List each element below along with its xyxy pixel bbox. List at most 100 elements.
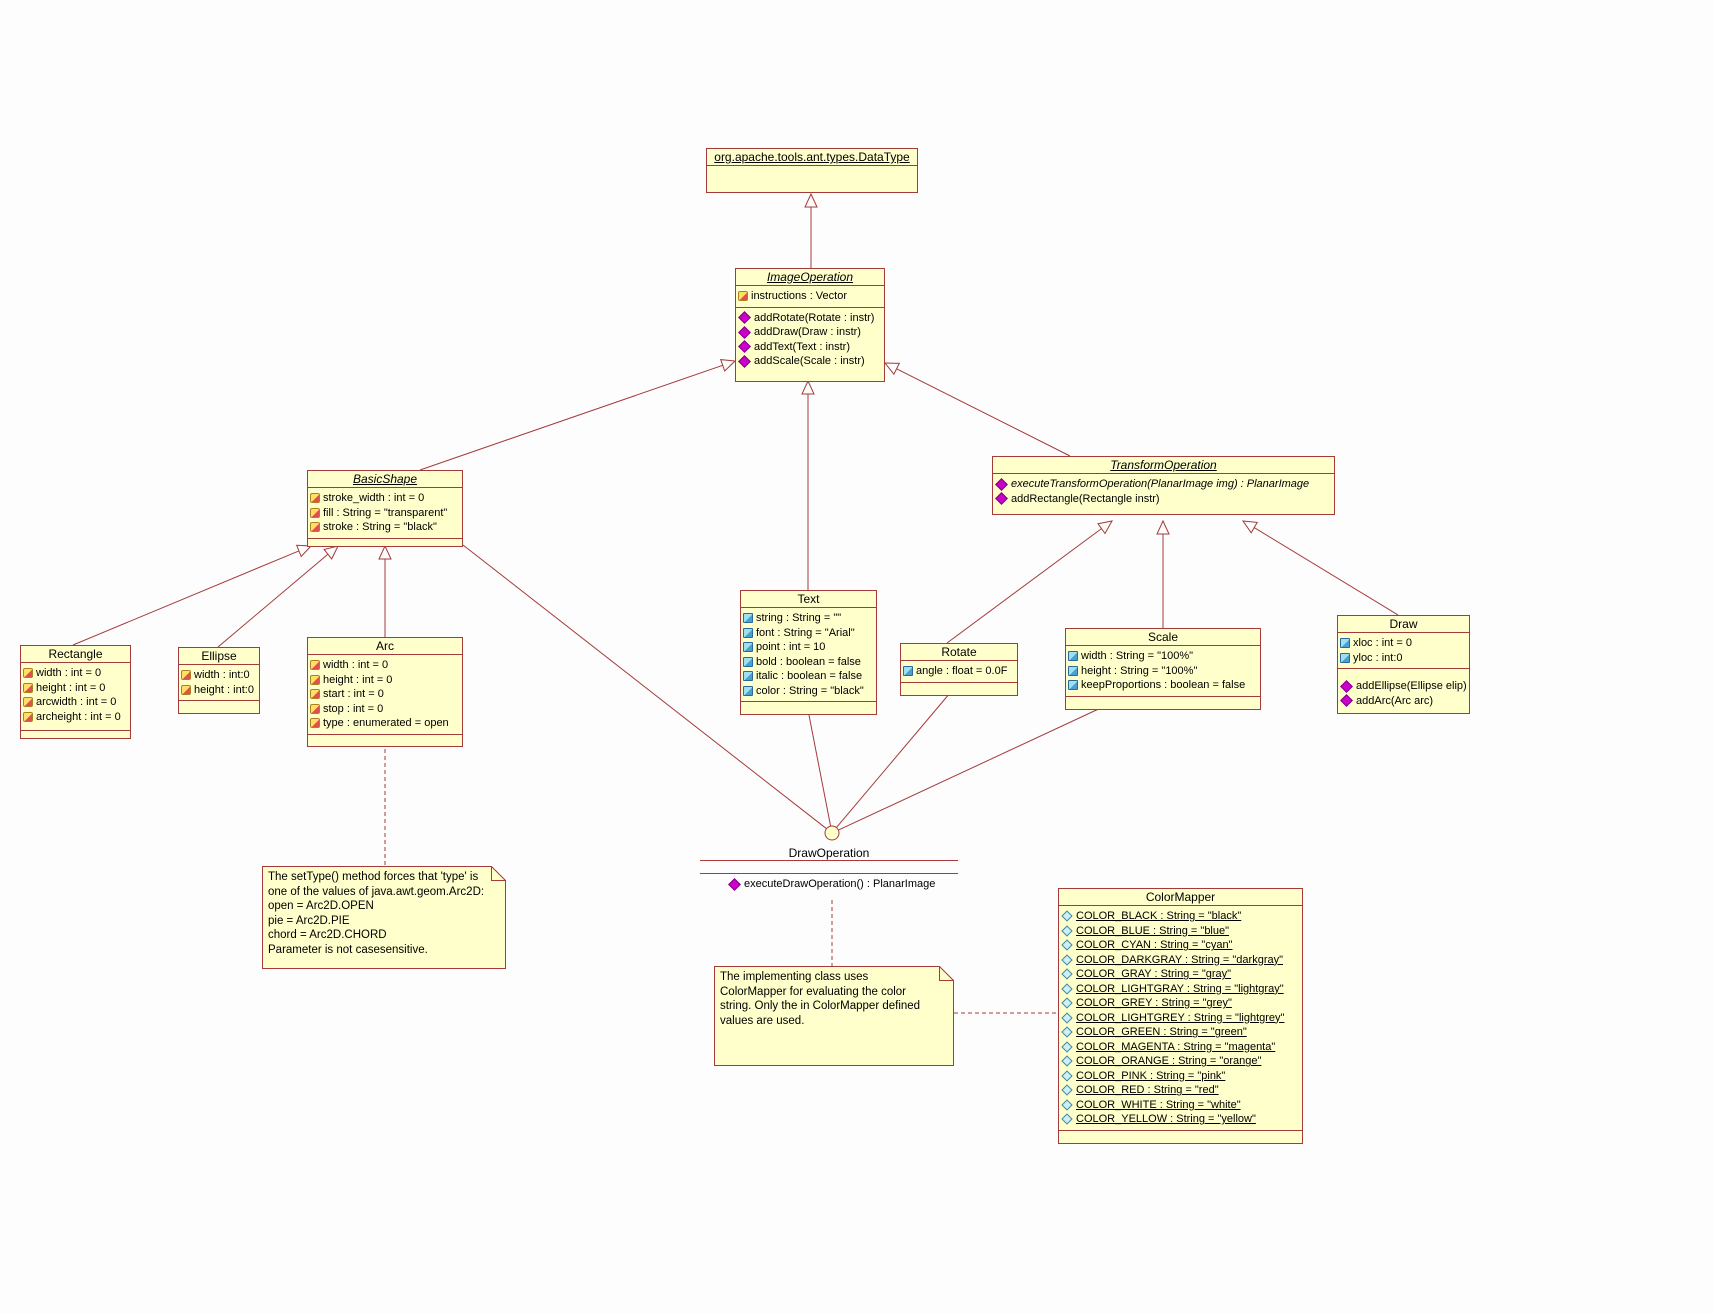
attribute-text: xloc : int = 0 <box>1353 637 1413 650</box>
operation-icon <box>738 325 751 339</box>
attribute-row: archeight : int = 0 <box>23 710 128 725</box>
attribute-icon <box>310 718 320 729</box>
class-arc[interactable]: Arc width : int = 0 height : int = 0 sta… <box>307 637 463 747</box>
note-text: The implementing class uses ColorMapper … <box>720 970 938 1028</box>
class-rotate[interactable]: Rotate angle : float = 0.0F <box>900 643 1018 696</box>
class-title: TransformOperation <box>1110 458 1217 472</box>
attribute-icon <box>1068 665 1078 676</box>
note-line: string. Only the in ColorMapper defined <box>720 1000 921 1013</box>
attribute-text: italic : boolean = false <box>756 670 863 683</box>
attribute-text: COLOR_PINK : String = "pink" <box>1076 1069 1226 1082</box>
attribute-text: width : int:0 <box>194 669 250 682</box>
class-draw[interactable]: Draw xloc : int = 0 yloc : int:0 addElli… <box>1337 615 1470 714</box>
class-title: ColorMapper <box>1145 890 1216 904</box>
interface-draw-operation[interactable]: DrawOperation executeDrawOperation() : P… <box>700 846 958 892</box>
operation-icon <box>1340 679 1353 693</box>
class-transform-operation[interactable]: TransformOperation executeTransformOpera… <box>992 456 1335 515</box>
operation-icon <box>995 477 1008 491</box>
attribute-text: angle : float = 0.0F <box>916 665 1008 678</box>
attribute-text: stroke : String = "black" <box>323 521 437 534</box>
attribute-row: stroke_width : int = 0 <box>310 491 460 506</box>
attribute-icon <box>310 660 320 671</box>
attribute-text: stop : int = 0 <box>323 702 384 715</box>
note-line: open = Arc2D.OPEN <box>268 900 374 913</box>
attribute-text: stroke_width : int = 0 <box>323 492 425 505</box>
empty-compartment <box>901 681 1017 695</box>
note-text: The setType() method forces that 'type' … <box>268 870 490 958</box>
attribute-text: start : int = 0 <box>323 688 384 701</box>
attribute-row: COLOR_BLUE : String = "blue" <box>1061 924 1300 939</box>
note-line: chord = Arc2D.CHORD <box>268 929 387 942</box>
class-scale[interactable]: Scale width : String = "100%" height : S… <box>1065 628 1261 710</box>
attribute-row: COLOR_LIGHTGRAY : String = "lightgray" <box>1061 982 1300 997</box>
attribute-row: width : String = "100%" <box>1068 649 1258 664</box>
static-attribute-icon <box>1061 1012 1073 1024</box>
empty-compartment <box>308 537 462 546</box>
attribute-icon <box>738 291 748 302</box>
class-color-mapper[interactable]: ColorMapper COLOR_BLACK : String = "blac… <box>1058 888 1303 1144</box>
class-basic-shape[interactable]: BasicShape stroke_width : int = 0 fill :… <box>307 470 463 547</box>
class-title: Scale <box>1147 630 1179 644</box>
interface-divider <box>700 860 958 861</box>
attribute-row: COLOR_YELLOW : String = "yellow" <box>1061 1112 1300 1127</box>
attribute-icon <box>310 507 320 518</box>
attribute-row: COLOR_DARKGRAY : String = "darkgray" <box>1061 953 1300 968</box>
class-image-operation[interactable]: ImageOperation instructions : Vector add… <box>735 268 885 382</box>
operation-text: addRotate(Rotate : instr) <box>754 311 875 324</box>
static-attribute-icon <box>1061 925 1073 937</box>
class-title: Rectangle <box>48 647 103 661</box>
operation-icon <box>738 311 751 325</box>
class-title: BasicShape <box>352 472 418 486</box>
attribute-icon <box>23 682 33 693</box>
attribute-row: COLOR_RED : String = "red" <box>1061 1083 1300 1098</box>
static-attribute-icon <box>1061 1041 1073 1053</box>
attribute-text: fill : String = "transparent" <box>323 506 448 519</box>
operation-text: addRectangle(Rectangle instr) <box>1011 492 1160 505</box>
attribute-text: color : String = "black" <box>756 684 864 697</box>
attribute-row: instructions : Vector <box>738 289 882 304</box>
attribute-text: COLOR_GREEN : String = "green" <box>1076 1026 1247 1039</box>
attribute-row: string : String = "" <box>743 611 874 626</box>
note-arc-settype[interactable]: The setType() method forces that 'type' … <box>262 866 506 969</box>
attribute-text: archeight : int = 0 <box>36 710 121 723</box>
attribute-row: bold : boolean = false <box>743 655 874 670</box>
attribute-icon <box>310 674 320 685</box>
attribute-icon <box>903 666 913 677</box>
attribute-text: width : int = 0 <box>36 667 102 680</box>
attribute-row: width : int:0 <box>181 668 257 683</box>
static-attribute-icon <box>1061 997 1073 1009</box>
attribute-icon <box>1340 652 1350 663</box>
operation-row: executeDrawOperation() : PlanarImage <box>700 874 958 892</box>
note-colormapper-usage[interactable]: The implementing class uses ColorMapper … <box>714 966 954 1066</box>
interface-lollipop-circle[interactable] <box>824 825 840 841</box>
operation-compartment: executeTransformOperation(PlanarImage im… <box>993 473 1334 514</box>
class-datatype[interactable]: org.apache.tools.ant.types.DataType <box>706 148 918 193</box>
operation-row: addRotate(Rotate : instr) <box>738 311 882 326</box>
static-attribute-icon <box>1061 939 1073 951</box>
attribute-row: height : int = 0 <box>310 673 460 688</box>
attribute-text: COLOR_MAGENTA : String = "magenta" <box>1076 1040 1276 1053</box>
class-rectangle[interactable]: Rectangle width : int = 0 height : int =… <box>20 645 131 739</box>
operation-text: executeTransformOperation(PlanarImage im… <box>1011 478 1310 491</box>
operation-text: addEllipse(Ellipse elip) <box>1356 680 1467 693</box>
attribute-compartment: COLOR_BLACK : String = "black" COLOR_BLU… <box>1059 905 1302 1130</box>
attribute-row: arcwidth : int = 0 <box>23 695 128 710</box>
class-ellipse[interactable]: Ellipse width : int:0 height : int:0 <box>178 647 260 714</box>
static-attribute-icon <box>1061 1099 1073 1111</box>
attribute-compartment: width : int = 0 height : int = 0 arcwidt… <box>21 662 130 730</box>
attribute-icon <box>310 689 320 700</box>
attribute-row: COLOR_GREEN : String = "green" <box>1061 1025 1300 1040</box>
attribute-row: type : enumerated = open <box>310 716 460 731</box>
interface-empty-compartment <box>700 861 958 873</box>
class-title: Arc <box>376 639 394 653</box>
static-attribute-icon <box>1061 910 1073 922</box>
attribute-text: string : String = "" <box>756 612 842 625</box>
attribute-row: height : String = "100%" <box>1068 664 1258 679</box>
attribute-text: width : int = 0 <box>323 659 389 672</box>
empty-compartment <box>179 700 259 713</box>
attribute-icon <box>181 670 191 681</box>
attribute-text: COLOR_RED : String = "red" <box>1076 1084 1219 1097</box>
class-text[interactable]: Text string : String = "" font : String … <box>740 590 877 715</box>
